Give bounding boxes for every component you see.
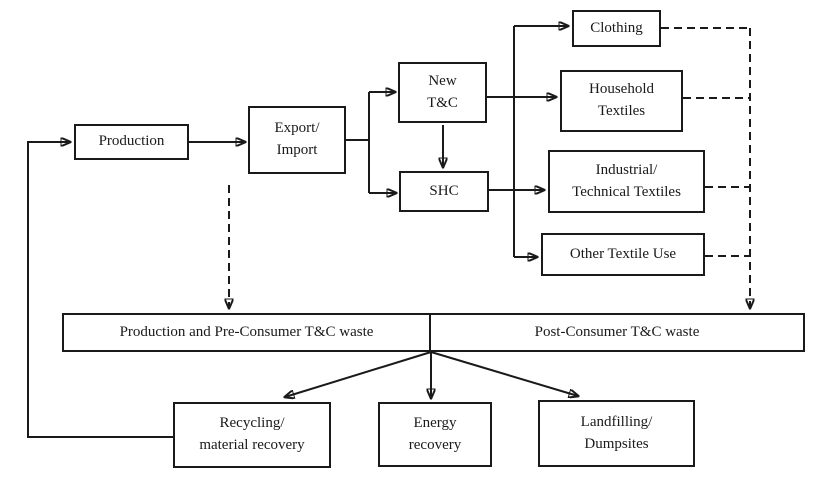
- box-clothing: Clothing: [572, 10, 661, 47]
- box-landfilling: Landfilling/ Dumpsites: [538, 400, 695, 467]
- box-post-consumer-waste: Post-Consumer T&C waste: [431, 315, 803, 350]
- box-pre-consumer-waste-label: Production and Pre-Consumer T&C waste: [119, 324, 374, 340]
- waste-bar: Production and Pre-Consumer T&C waste Po…: [62, 313, 805, 352]
- box-other-textile-use: Other Textile Use: [541, 233, 705, 276]
- box-production-label: Production: [98, 133, 165, 150]
- box-recycling-label: Recycling/ material recovery: [199, 415, 305, 453]
- box-industrial-technical-textiles-label: Industrial/ Technical Textiles: [572, 161, 681, 200]
- box-clothing-label: Clothing: [590, 19, 643, 36]
- box-energy-recovery-label: Energy recovery: [408, 414, 462, 453]
- box-industrial-technical-textiles: Industrial/ Technical Textiles: [548, 150, 705, 213]
- box-shc: SHC: [399, 171, 489, 212]
- box-pre-consumer-waste: Production and Pre-Consumer T&C waste: [64, 315, 431, 350]
- arrow-recycling-feedback-to-production: [27, 142, 173, 438]
- box-export-import-label: Export/ Import: [274, 120, 320, 158]
- box-new-tc: New T&C: [398, 62, 487, 123]
- box-energy-recovery: Energy recovery: [378, 402, 492, 467]
- box-landfilling-label: Landfilling/ Dumpsites: [580, 413, 653, 452]
- box-household-textiles-label: Household Textiles: [589, 81, 654, 119]
- box-new-tc-label: New T&C: [427, 72, 458, 111]
- arrow-waste-to-landfilling: [430, 351, 578, 396]
- box-household-textiles: Household Textiles: [560, 70, 683, 132]
- box-other-textile-use-label: Other Textile Use: [569, 245, 677, 262]
- arrow-waste-to-recycling: [285, 351, 432, 397]
- box-shc-label: SHC: [429, 182, 459, 199]
- box-production: Production: [74, 124, 189, 160]
- box-recycling: Recycling/ material recovery: [173, 402, 331, 468]
- box-post-consumer-waste-label: Post-Consumer T&C waste: [534, 324, 700, 340]
- box-export-import: Export/ Import: [248, 106, 346, 174]
